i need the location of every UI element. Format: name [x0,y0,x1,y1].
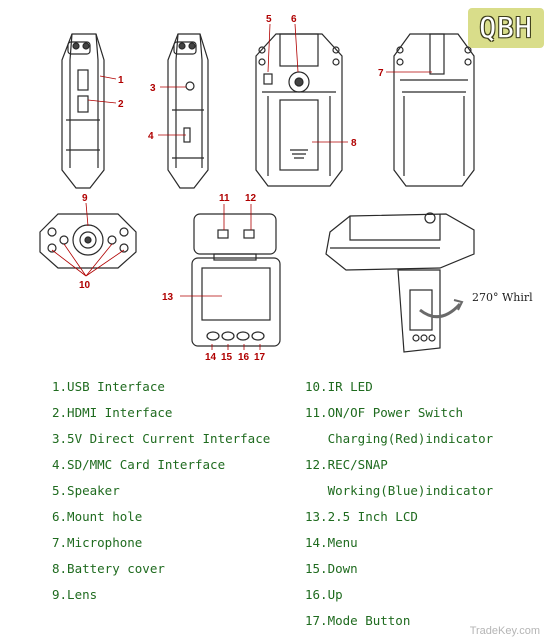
watermark: TradeKey.com [469,625,540,637]
side-view-card-slot [167,33,209,189]
legend-item: 6.Mount hole [52,509,143,524]
legend-item: 14.Menu [305,535,358,550]
legend-item: 11.ON/OF Power Switch [305,405,464,420]
callout-leaders [51,23,432,350]
legend-item: 3.5V Direct Current Interface [52,431,271,446]
rotation-label: 270° Whirl [472,291,533,304]
callout-7: 7 [378,68,384,79]
legend-item: 9.Lens [52,587,98,602]
callout-14: 14 [205,352,217,363]
callout-5: 5 [266,14,272,25]
callout-6: 6 [291,14,297,25]
callout-9: 9 [82,193,88,204]
callout-10: 10 [79,280,91,291]
legend-item: Working(Blue)indicator [305,483,494,498]
legend-item: 8.Battery cover [52,561,165,576]
legend-item: 7.Microphone [52,535,143,550]
callout-3: 3 [150,83,156,94]
legend-item: 13.2.5 Inch LCD [305,509,418,524]
legend-item: 17.Mode Button [305,613,411,628]
callout-15: 15 [221,352,233,363]
callout-12: 12 [245,193,257,204]
side-view-ports [61,33,105,189]
brand-logo-text: QBH [479,11,533,44]
perspective-view [325,212,475,353]
lens-view [39,213,137,269]
legend-item: 1.USB Interface [52,379,165,394]
front-view [393,33,475,187]
back-view [255,33,343,187]
brand-logo: QBH [468,8,544,48]
callout-2: 2 [118,99,124,110]
screen-view [191,213,281,347]
device-drawings: 1 2 3 4 5 6 7 8 9 10 11 12 13 14 15 16 1… [39,14,475,363]
callout-8: 8 [351,138,357,149]
legend-item: 10.IR LED [305,379,373,394]
legend-item: 5.Speaker [52,483,120,498]
legend-item: 12.REC/SNAP [305,457,388,472]
callout-4: 4 [148,131,154,142]
callout-16: 16 [238,352,250,363]
legend-item: 4.SD/MMC Card Interface [52,457,226,472]
legend-column-left: 1.USB Interface 2.HDMI Interface 3.5V Di… [52,374,270,608]
callout-numbers: 1 2 3 4 5 6 7 8 9 10 11 12 13 14 15 16 1… [79,14,384,363]
callout-17: 17 [254,352,266,363]
callout-13: 13 [162,292,174,303]
callout-1: 1 [118,75,124,86]
legend-column-right: 10.IR LED 11.ON/OF Power Switch Charging… [305,374,493,634]
callout-11: 11 [219,193,230,204]
legend-item: Charging(Red)indicator [305,431,494,446]
legend-item: 2.HDMI Interface [52,405,173,420]
parts-legend: 1.USB Interface 2.HDMI Interface 3.5V Di… [0,366,550,641]
legend-item: 15.Down [305,561,358,576]
legend-item: 16.Up [305,587,343,602]
